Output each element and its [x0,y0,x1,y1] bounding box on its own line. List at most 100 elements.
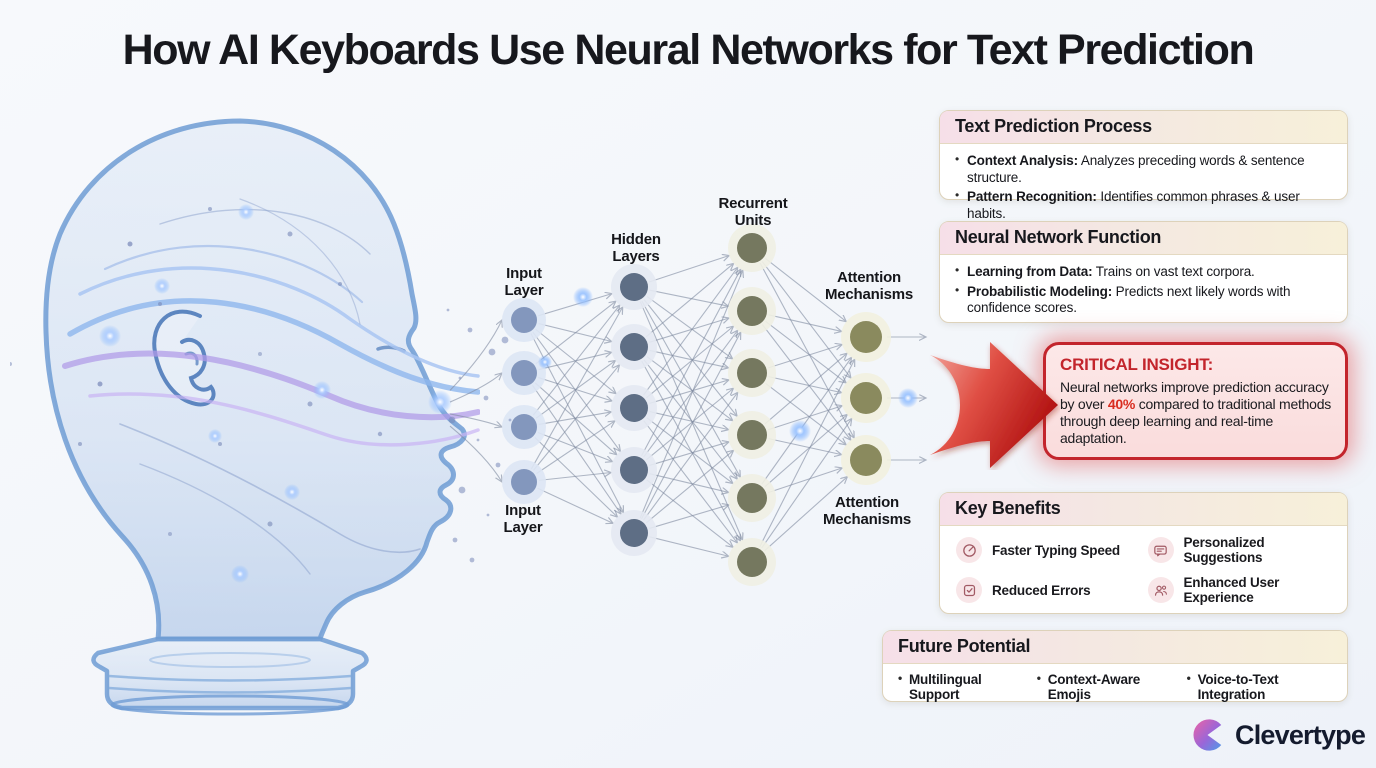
input-layer-halo [502,351,546,395]
hidden-layers-halo [611,264,657,310]
network-edge [649,505,729,529]
network-edge [641,300,740,477]
future-potential-row: Multilingual Support Context-Aware Emoji… [883,664,1347,708]
bullet-item: Probabilistic Modeling: Predicts next li… [953,283,1334,317]
network-edge [767,406,842,431]
network-edge [768,345,842,369]
recurrent-units-halo [728,287,776,335]
benefits-grid: Faster Typing Speed Personalized Suggest… [940,526,1347,611]
network-edge [538,412,612,425]
network-edge [641,360,741,541]
bullet-item: Learning from Data: Trains on vast text … [953,263,1334,281]
network-edge [535,301,616,365]
hidden-layers-node [620,456,648,484]
hidden-layers-node [620,333,648,361]
card-title: Future Potential [883,631,1347,664]
card-title: Key Benefits [940,493,1347,526]
future-item: Multilingual Support [897,671,1022,702]
network-edge [530,307,622,470]
stream-dot [508,418,512,422]
network-edge [537,487,614,523]
checkbox-icon [956,577,982,603]
network-edge [765,320,847,383]
network-edge [643,359,737,479]
benefit-label: Faster Typing Speed [992,542,1120,558]
network-edge [537,431,613,461]
network-edge [536,421,614,475]
attention-mechanisms-halo [841,435,891,485]
network-edge [768,314,842,332]
hidden-layers-node [620,273,648,301]
neural-strands [62,198,480,575]
benefit-item: Enhanced User Experience [1147,575,1332,605]
hidden-layers-node [620,394,648,422]
glow-sparkle [789,420,811,442]
network-edge [643,392,737,521]
network-edge [768,438,842,455]
network-edge [645,263,733,338]
stream-dot [495,462,501,468]
network-edge [649,442,729,466]
network-entry-arrow [449,373,502,403]
network-edge [764,353,847,425]
network-entry-arrow [449,320,502,391]
attention-mechanisms-halo [841,373,891,423]
card-key-benefits: Key Benefits Faster Typing Speed Persona… [939,492,1348,614]
page-title: How AI Keyboards Use Neural Networks for… [122,26,1255,74]
network-edge [643,330,738,458]
network-edge [538,294,612,317]
critical-insight-callout: CRITICAL INSIGHT: Neural networks improv… [1043,342,1348,460]
attention-mechanisms-node [850,382,882,414]
network-edge [532,385,620,514]
critical-insight-text: Neural networks improve prediction accur… [1060,379,1331,447]
card-title: Text Prediction Process [940,111,1347,144]
bullet-item: Pattern Recognition: Identifies common p… [953,188,1334,222]
network-edge [538,472,611,481]
future-item: Context-Aware Emojis [1036,671,1172,702]
card-title: Neural Network Function [940,222,1347,255]
card-text-prediction-process: Text Prediction Process Context Analysis… [939,110,1348,221]
card-body: Context Analysis: Analyzes preceding wor… [940,144,1347,234]
bullet-item: Context Analysis: Analyzes preceding wor… [953,152,1334,186]
network-edge [646,417,733,484]
stream-dot [467,327,473,333]
particle-dots [10,207,383,536]
hidden-layers-halo [611,510,657,556]
network-edge [535,328,616,393]
network-edge [530,333,624,512]
recurrent-units-node [737,483,767,513]
network-entry-arrow [449,413,502,427]
network-edge [535,361,615,419]
hidden-layers-halo [611,447,657,493]
stream-dot [448,416,456,424]
benefit-label: Enhanced User Experience [1183,575,1280,605]
card-future-potential: Future Potential Multilingual Support Co… [882,630,1348,702]
users-icon [1147,577,1174,603]
stream-dot [486,513,490,517]
network-edge [761,324,850,441]
network-edge [768,376,842,393]
network-edge [646,388,733,461]
recurrent-units-node [737,233,767,263]
network-edge [649,536,729,556]
card-neural-network-function: Neural Network Function Learning from Da… [939,221,1348,323]
head-base [91,636,369,711]
glow-sparkle [573,287,593,307]
label-attention-mechanisms-bottom: Attention Mechanisms [822,494,912,528]
stream-dot [488,348,496,356]
network-edge [538,323,612,342]
stream-dot [458,376,462,380]
network-edge [767,468,842,494]
stream-dot [476,438,480,442]
network-edge [538,352,612,371]
label-input-layer-top: Input Layer [504,265,544,299]
stream-dot [483,395,489,401]
glow-sparks [99,204,452,583]
network-edge [765,382,847,445]
hidden-layers-halo [611,385,657,431]
network-edge [646,356,733,421]
future-item: Voice-to-Text Integration [1186,671,1333,702]
network-edge [641,269,741,457]
network-edge [649,411,729,430]
network-edge [646,326,733,399]
